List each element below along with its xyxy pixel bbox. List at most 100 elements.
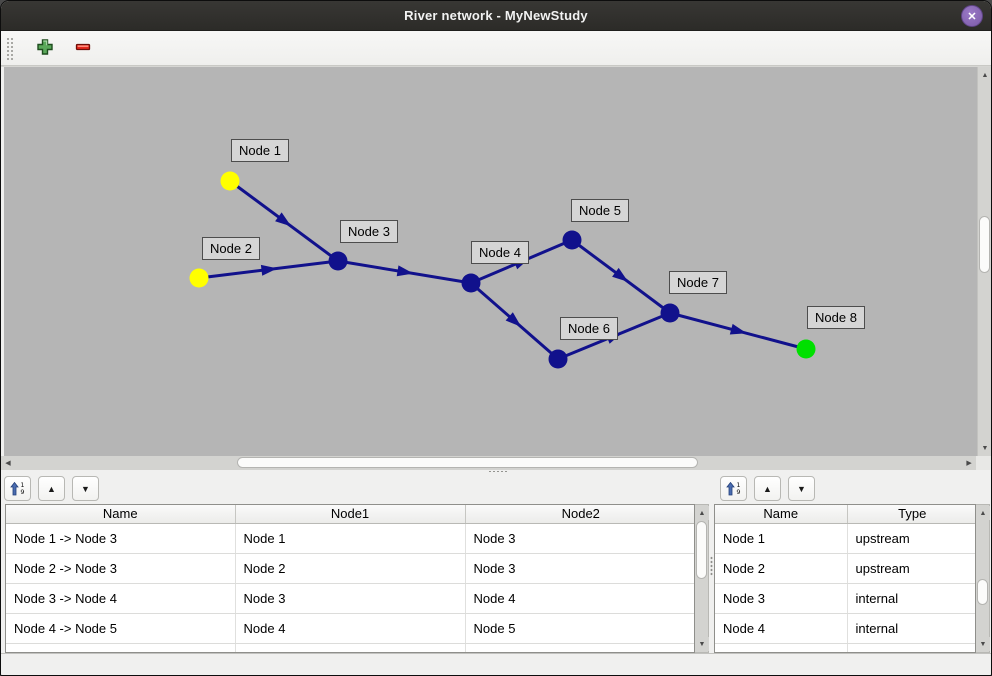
- scroll-right-arrow-icon[interactable]: ▶: [962, 456, 977, 470]
- table-cell[interactable]: Node 4 -> Node 5: [6, 613, 236, 644]
- node-label[interactable]: Node 8: [807, 306, 865, 329]
- table-cell[interactable]: Node 4: [715, 613, 848, 644]
- graph-node[interactable]: [796, 339, 816, 359]
- column-header[interactable]: Node1: [235, 505, 466, 524]
- graph-edge[interactable]: [337, 259, 472, 285]
- node-label[interactable]: Node 4: [471, 241, 529, 264]
- graph-edge[interactable]: [198, 259, 339, 280]
- graph-node[interactable]: [548, 349, 568, 369]
- reaches-table-scrollbar[interactable]: ▲ ▼: [695, 504, 709, 653]
- table-cell[interactable]: Node 1 -> Node 3: [6, 523, 236, 554]
- column-header[interactable]: Name: [6, 505, 236, 524]
- splitter-grip-icon: [710, 556, 713, 576]
- reaches-sort-button[interactable]: 1 9: [4, 476, 31, 501]
- tables-splitter[interactable]: [709, 504, 714, 653]
- scroll-up-arrow-icon[interactable]: ▲: [978, 68, 991, 82]
- edge-arrow-icon: [275, 212, 292, 227]
- nodes-table-scrollbar[interactable]: ▲ ▼: [976, 504, 990, 653]
- reaches-scroll-thumb[interactable]: [696, 521, 707, 579]
- graph-edge[interactable]: [669, 311, 807, 351]
- table-cell[interactable]: Node 3: [465, 553, 694, 584]
- table-cell[interactable]: internal: [847, 613, 975, 644]
- close-icon: ✕: [967, 10, 977, 23]
- scroll-up-arrow-icon[interactable]: ▲: [695, 506, 709, 520]
- column-header[interactable]: Name: [715, 505, 848, 524]
- table-cell[interactable]: Node 4: [465, 583, 694, 614]
- graph-node[interactable]: [189, 268, 209, 288]
- table-cell[interactable]: Node 3 -> Node 4: [6, 583, 236, 614]
- remove-node-button[interactable]: [71, 36, 95, 60]
- titlebar[interactable]: River network - MyNewStudy ✕: [1, 1, 991, 31]
- close-button[interactable]: ✕: [961, 5, 983, 27]
- river-network-canvas[interactable]: Node 1 Node 2 Node 3 Node 4 Node 5 Node 6 Node…: [4, 67, 978, 456]
- nodes-sort-button[interactable]: 1 9: [720, 476, 747, 501]
- graph-edge[interactable]: [229, 179, 339, 263]
- minus-icon: [74, 38, 92, 59]
- table-cell[interactable]: Node 3: [235, 583, 466, 614]
- scrollbar-corner: [976, 456, 991, 470]
- table-cell[interactable]: Node 2: [715, 553, 848, 584]
- node-label[interactable]: Node 1: [231, 139, 289, 162]
- pane-splitter[interactable]: [1, 470, 991, 473]
- scroll-down-arrow-icon[interactable]: ▼: [978, 441, 991, 455]
- table-cell[interactable]: Node 2: [235, 553, 466, 584]
- canvas-hscroll-thumb[interactable]: [237, 457, 698, 468]
- scroll-down-arrow-icon[interactable]: ▼: [976, 637, 990, 651]
- canvas-horizontal-scrollbar[interactable]: ◀ ▶: [1, 456, 977, 470]
- reaches-move-up-button[interactable]: ▲: [38, 476, 65, 501]
- add-node-button[interactable]: [33, 36, 57, 60]
- node-label[interactable]: Node 2: [202, 237, 260, 260]
- nodes-scroll-thumb[interactable]: [977, 579, 988, 605]
- table-cell[interactable]: upstream: [847, 523, 975, 554]
- nodes-move-down-button[interactable]: ▼: [788, 476, 815, 501]
- scroll-left-arrow-icon[interactable]: ◀: [1, 456, 15, 470]
- table-cell[interactable]: Node 4: [235, 613, 466, 644]
- table-cell[interactable]: Node 5: [465, 613, 694, 644]
- node-label[interactable]: Node 3: [340, 220, 398, 243]
- graph-node[interactable]: [220, 171, 240, 191]
- canvas-vertical-scrollbar[interactable]: ▲ ▼: [977, 67, 991, 456]
- table-cell[interactable]: upstream: [847, 553, 975, 584]
- table-cell[interactable]: internal: [847, 583, 975, 614]
- graph-node[interactable]: [461, 273, 481, 293]
- down-triangle-icon: ▼: [797, 483, 806, 494]
- canvas-vscroll-thumb[interactable]: [979, 216, 991, 273]
- table-row[interactable]: [715, 643, 975, 652]
- scroll-up-arrow-icon[interactable]: ▲: [976, 506, 990, 520]
- graph-node[interactable]: [328, 251, 348, 271]
- table-row[interactable]: [6, 643, 694, 652]
- graph-edge[interactable]: [571, 238, 671, 315]
- table-cell[interactable]: Node 2 -> Node 3: [6, 553, 236, 584]
- node-label[interactable]: Node 7: [669, 271, 727, 294]
- toolbar-drag-handle[interactable]: [5, 36, 13, 60]
- reaches-move-down-button[interactable]: ▼: [72, 476, 99, 501]
- table-cell[interactable]: Node 1: [715, 523, 848, 554]
- nodes-move-up-button[interactable]: ▲: [754, 476, 781, 501]
- graph-node[interactable]: [660, 303, 680, 323]
- edge-arrow-icon: [260, 264, 278, 276]
- scroll-down-arrow-icon[interactable]: ▼: [695, 637, 709, 651]
- graph-node[interactable]: [562, 230, 582, 250]
- table-cell[interactable]: Node 1: [235, 523, 466, 554]
- table-cell[interactable]: Node 3: [465, 523, 694, 554]
- status-bar: [1, 653, 991, 675]
- down-triangle-icon: ▼: [81, 483, 90, 494]
- splitter-grip-icon: [488, 470, 508, 473]
- node-label[interactable]: Node 5: [571, 199, 629, 222]
- column-header[interactable]: Node2: [465, 505, 694, 524]
- sort-ascending-icon: 1 9: [726, 481, 741, 496]
- column-header[interactable]: Type: [847, 505, 975, 524]
- node-label[interactable]: Node 6: [560, 317, 618, 340]
- graph-edge[interactable]: [470, 281, 559, 361]
- table-cell[interactable]: Node 3: [715, 583, 848, 614]
